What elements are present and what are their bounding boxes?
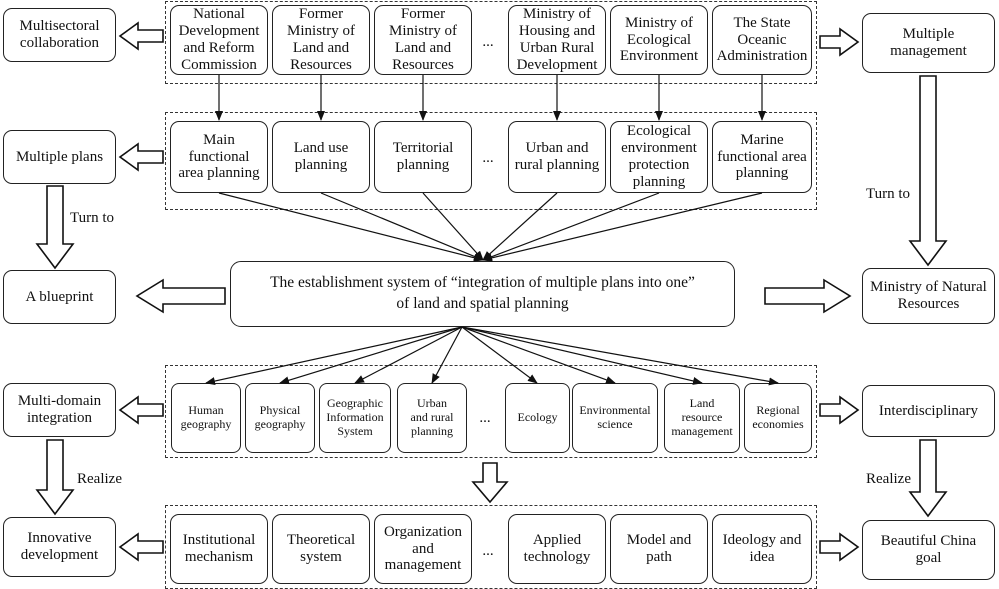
arrow-disciplines-to-outcomes [471,462,509,504]
outcome-theoretical-system: Theoretical system [272,514,370,584]
plan-land-use: Land use planning [272,121,370,193]
left-multi-domain-integration: Multi-domain integration [3,383,116,437]
center-to-discipline-arrow-1 [279,326,463,385]
outcome-model-path: Model and path [610,514,708,584]
ministries-ellipsis: ... [482,34,494,50]
left-turn-to-label: Turn to [70,210,115,226]
center-to-discipline-arrow-7 [461,326,779,386]
plans-group [165,112,817,210]
left-multisectoral-collaboration: Multisectoral collaboration [3,8,116,62]
left-realize-label: Realize [77,471,122,487]
ministry-land-resources-2: Former Ministry of Land and Resources [374,5,472,75]
plan-to-center-arrow-0 [218,192,484,262]
arrow-to-multiple-management [819,27,860,57]
ministry-ndrc: National Development and Reform Commissi… [170,5,268,75]
outcomes-ellipsis: ... [482,543,494,559]
disciplines-group [165,365,817,458]
left-a-blueprint: A blueprint [3,270,116,324]
plan-marine: Marine functional area planning [712,121,812,193]
arrow-to-interdisciplinary [819,395,860,425]
ministries-group [165,1,817,84]
ministry-ecology: Ministry of Ecological Environment [610,5,708,75]
arrow-to-multiple-plans [118,142,164,172]
plan-to-center-arrow-1 [320,192,484,261]
arrow-to-innovative [118,532,164,562]
center-to-discipline-arrow-6 [461,326,703,385]
left-innovative-development: Innovative development [3,517,116,577]
plan-ecological: Ecological environment protection planni… [610,121,708,193]
plan-to-center-arrow-5 [482,192,763,262]
plan-main-functional: Main functional area planning [170,121,268,193]
plan-to-center-arrow-4 [482,192,660,261]
discipline-environmental-science: Environmental science [572,383,658,453]
outcome-organization-management: Organization and management [374,514,472,584]
plan-to-center-arrow-3 [482,192,558,261]
arrow-management-to-ministry [908,75,948,267]
arrow-interdisciplinary-to-goal [908,439,948,518]
plan-territorial: Territorial planning [374,121,472,193]
center-to-discipline-arrow-3 [431,326,463,384]
arrow-multidomain-to-innovative [35,439,75,516]
arrow-to-beautiful-china [819,532,860,562]
arrow-to-blueprint [135,278,226,314]
discipline-human-geography: Human geography [171,383,241,453]
discipline-regional-economies: Regional economies [744,383,812,453]
center-to-discipline-arrow-4 [461,326,538,384]
right-realize-label: Realize [866,471,911,487]
plan-urban-rural: Urban and rural planning [508,121,606,193]
discipline-land-resource-management: Land resource management [664,383,740,453]
right-multiple-management: Multiple management [862,13,995,73]
outcome-institutional-mechanism: Institutional mechanism [170,514,268,584]
disciplines-ellipsis: ... [479,410,491,426]
center-to-discipline-arrow-2 [354,326,463,384]
right-beautiful-china-goal: Beautiful China goal [862,520,995,580]
arrow-to-ministry-natural [764,278,852,314]
discipline-urban-rural-planning: Urban and rural planning [397,383,467,453]
right-turn-to-label: Turn to [866,186,911,202]
outcome-applied-technology: Applied technology [508,514,606,584]
arrow-to-multisectoral [118,21,164,51]
arrow-to-multi-domain [118,395,164,425]
ministry-housing: Ministry of Housing and Urban Rural Deve… [508,5,606,75]
plan-to-center-arrow-2 [422,192,484,261]
ministry-land-resources-1: Former Ministry of Land and Resources [272,5,370,75]
outcome-ideology-idea: Ideology and idea [712,514,812,584]
right-interdisciplinary: Interdisciplinary [862,385,995,437]
center-establishment-system: The establishment system of “integration… [230,261,735,327]
right-ministry-natural-resources: Ministry of Natural Resources [862,268,995,324]
left-multiple-plans: Multiple plans [3,130,116,184]
discipline-physical-geography: Physical geography [245,383,315,453]
plans-ellipsis: ... [482,150,494,166]
center-to-discipline-arrow-0 [205,326,463,385]
center-to-discipline-arrow-5 [461,326,616,384]
discipline-gis: Geographic Information System [319,383,391,453]
ministry-ocean: The State Oceanic Administration [712,5,812,75]
arrow-plans-to-blueprint [35,185,75,270]
